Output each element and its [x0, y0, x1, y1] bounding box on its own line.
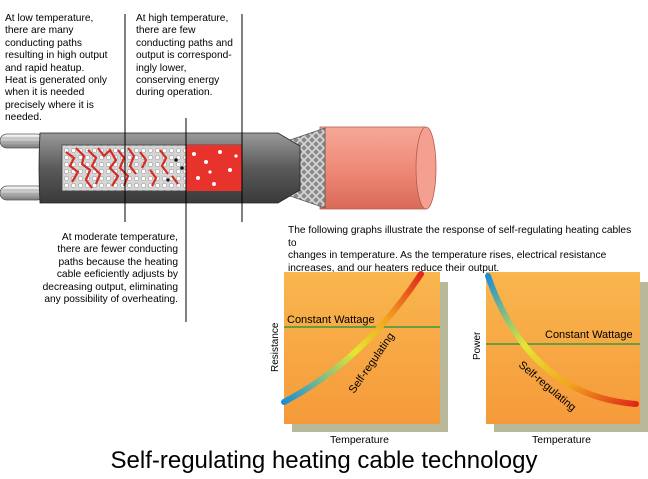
page-title: Self-regulating heating cable technology	[110, 447, 538, 474]
bus-wire-top	[0, 133, 45, 149]
x-axis-label: Temperature	[330, 434, 389, 446]
self-regulating-curve	[485, 273, 639, 407]
graphs-intro-text: The following graphs illustrate the resp…	[288, 225, 632, 274]
constant-wattage-label: Constant Wattage	[287, 314, 375, 326]
x-axis-label: Temperature	[532, 434, 591, 446]
self-regulating-curve	[281, 271, 424, 405]
carbon-particles	[166, 158, 184, 182]
conducting-paths-low	[65, 147, 137, 189]
bus-wire-bottom	[0, 185, 45, 201]
constant-wattage-label: Constant Wattage	[545, 329, 633, 341]
jacket-end-icon	[415, 126, 437, 210]
y-axis-label: Resistance	[270, 322, 281, 372]
resistance-graph: Constant Wattage Self-regulating Resista…	[270, 271, 448, 446]
note-moderate-temperature: At moderate temperature, there are fewer…	[42, 232, 178, 306]
conducting-paths-moderate	[139, 149, 179, 187]
power-graph: Constant Wattage Self-regulating Power T…	[472, 272, 648, 446]
note-high-temperature: At high temperature, there are few condu…	[136, 13, 233, 99]
y-axis-label: Power	[472, 331, 483, 360]
high-temp-particles	[192, 150, 238, 186]
note-low-temperature: At low temperature, there are many condu…	[5, 13, 108, 124]
